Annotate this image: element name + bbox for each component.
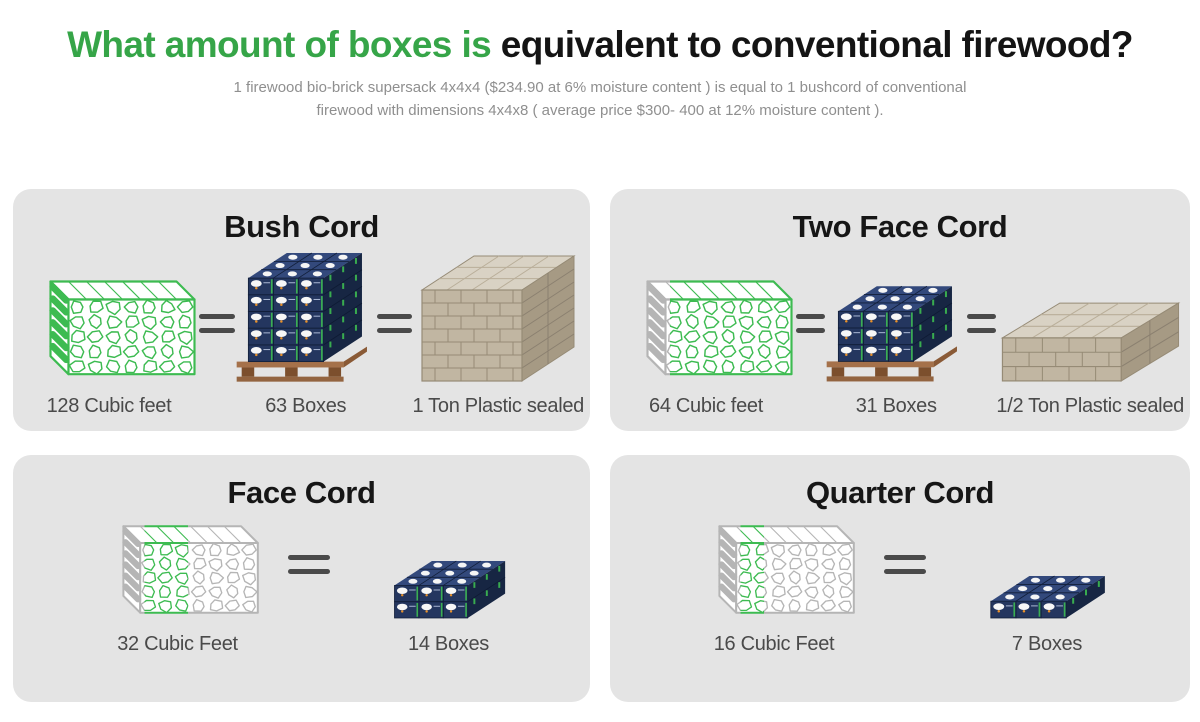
equals-icon <box>796 314 826 333</box>
item-label: 16 Cubic Feet <box>713 633 835 655</box>
equivalence-item: 7 Boxes <box>984 571 1110 657</box>
panel-row: 16 Cubic Feet 7 Boxes <box>610 509 1190 657</box>
panel-two-face-cord: Two Face Cord 64 Cubic feet 31 Boxes 1/2… <box>610 189 1190 431</box>
firewood-stack-icon <box>616 259 796 385</box>
equals-bar <box>884 555 926 560</box>
panels-grid: Bush Cord 128 Cubic feet 63 Boxes 1 Ton … <box>13 189 1190 702</box>
item-label: 128 Cubic feet <box>46 395 172 417</box>
item-label: 14 Boxes <box>408 633 489 655</box>
item-label: 63 Boxes <box>265 395 347 417</box>
item-label: 32 Cubic Feet <box>117 633 238 655</box>
panel-title: Quarter Cord <box>805 475 995 510</box>
page-title-black: equivalent to conventional firewood? <box>491 24 1134 65</box>
equals-bar <box>287 569 330 574</box>
equals-bar <box>967 328 997 333</box>
equivalence-item: 128 Cubic feet <box>19 259 199 419</box>
equivalence-item: 16 Cubic Feet <box>690 505 858 657</box>
boxes-stack-icon <box>388 556 510 623</box>
equals-bar <box>199 328 235 333</box>
item-label: 31 Boxes <box>855 395 937 417</box>
page-title: What amount of boxes is equivalent to co… <box>0 0 1200 66</box>
item-label: 7 Boxes <box>1011 633 1083 655</box>
equals-bar <box>796 314 826 319</box>
panel-row: 64 Cubic feet 31 Boxes 1/2 Ton Plastic s… <box>610 243 1190 419</box>
panel-title: Bush Cord <box>224 209 379 244</box>
equivalence-item: 64 Cubic feet <box>616 259 796 419</box>
equivalence-item: 63 Boxes <box>235 248 377 419</box>
equivalence-item: 1 Ton Plastic sealed <box>412 252 584 419</box>
panel-face-cord: Face Cord 32 Cubic Feet 14 Boxes <box>13 455 590 702</box>
equals-icon <box>376 314 413 333</box>
equals-bar <box>796 328 826 333</box>
boxes-pallet-icon <box>235 248 377 385</box>
equals-bar <box>967 314 997 319</box>
item-label: 64 Cubic feet <box>649 395 763 417</box>
firewood-stack-icon <box>19 259 199 385</box>
equals-icon <box>287 555 330 574</box>
panel-row: 32 Cubic Feet 14 Boxes <box>13 509 590 657</box>
subtitle-line-1: 1 firewood bio-brick supersack 4x4x4 ($2… <box>233 79 967 96</box>
header: What amount of boxes is equivalent to co… <box>0 0 1200 123</box>
firewood-stack-icon <box>94 505 262 623</box>
panel-title: Two Face Cord <box>792 209 1008 244</box>
page-subtitle: 1 firewood bio-brick supersack 4x4x4 ($2… <box>0 76 1200 123</box>
panel-title: Face Cord <box>227 475 376 510</box>
panel-row: 128 Cubic feet 63 Boxes 1 Ton Plastic se… <box>13 243 590 419</box>
equals-bar <box>199 314 235 319</box>
item-label: 1/2 Ton Plastic sealed <box>996 395 1184 417</box>
boxes-pallet-icon <box>825 281 967 385</box>
equivalence-item: 32 Cubic Feet <box>94 505 262 657</box>
subtitle-line-2: firewood with dimensions 4x4x8 ( average… <box>316 102 884 120</box>
equals-bar <box>376 328 413 333</box>
page-title-green: What amount of boxes is <box>67 24 492 65</box>
equivalence-item: 31 Boxes <box>825 281 967 419</box>
item-label: 1 Ton Plastic sealed <box>412 395 584 417</box>
equivalence-item: 14 Boxes <box>388 556 510 657</box>
boxes-stack-icon <box>984 571 1110 623</box>
brick-ton-icon <box>418 252 578 385</box>
equals-icon <box>967 314 997 333</box>
equals-icon <box>884 555 926 574</box>
equals-icon <box>199 314 235 333</box>
equivalence-item: 1/2 Ton Plastic sealed <box>996 299 1184 419</box>
panel-quarter-cord: Quarter Cord 16 Cubic Feet 7 Boxes <box>610 455 1190 702</box>
panel-bush-cord: Bush Cord 128 Cubic feet 63 Boxes 1 Ton … <box>13 189 590 431</box>
equals-bar <box>884 569 926 574</box>
brick-ton-icon <box>998 299 1183 385</box>
firewood-stack-icon <box>690 505 858 623</box>
equals-bar <box>287 555 330 560</box>
equals-bar <box>376 314 413 319</box>
